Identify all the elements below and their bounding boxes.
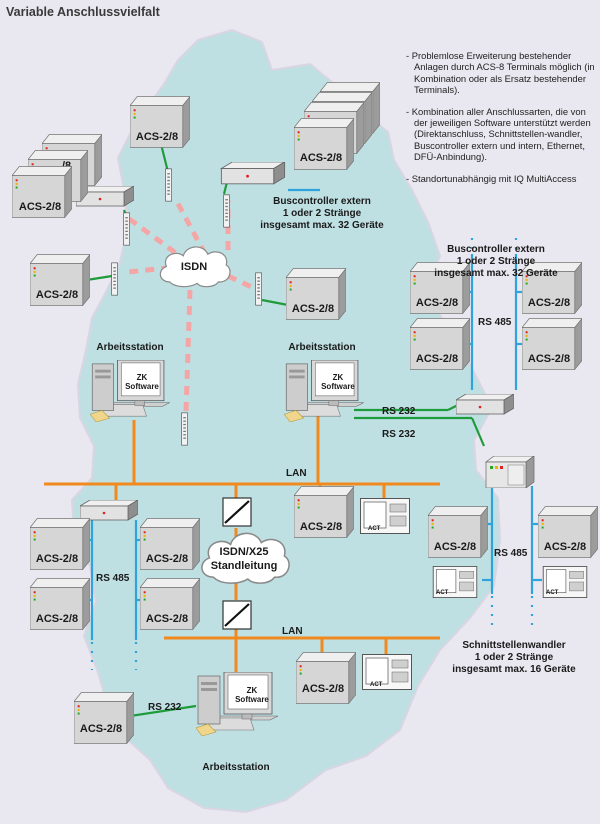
acs-device-label: ACS-2/8 — [528, 297, 570, 309]
isdn-adapter-2 — [123, 212, 131, 246]
lan-label: LAN — [286, 468, 307, 479]
feature-item: - Problemlose Erweiterung bestehender An… — [406, 50, 595, 96]
workstation-label: Arbeitsstation — [288, 342, 355, 353]
standleitung-label: Standleitung — [211, 560, 278, 572]
interface-converter-caption: 1 oder 2 Stränge — [475, 652, 554, 663]
workstation-label: Arbeitsstation — [202, 762, 269, 773]
isdn-x25-label: ISDN/X25 — [220, 546, 269, 558]
acs-device-label: ACS-2/8 — [292, 303, 334, 315]
interface-converter — [485, 456, 535, 488]
acs-device-label: ACS-2/8 — [36, 289, 78, 301]
bus-controller-caption: insgesamt max. 32 Geräte — [260, 220, 384, 231]
zk-software-label: Software — [235, 695, 269, 704]
acs-device — [74, 692, 134, 744]
acs-device-partial-label-1: /8 — [62, 160, 71, 172]
zk-label: ZK — [333, 373, 344, 382]
bus-controller-caption: insgesamt max. 32 Geräte — [434, 268, 558, 279]
acs-device-label: ACS-2/8 — [528, 353, 570, 365]
act-label: ACT — [546, 590, 559, 596]
acs-device-label: ACS-2/8 — [146, 553, 188, 565]
acs-device-label: ACS-2/8 — [136, 131, 178, 143]
rs232-label: RS 232 — [148, 702, 182, 713]
rs232-label: RS 232 — [382, 429, 416, 440]
act-label: ACT — [436, 590, 449, 596]
workstation-label: Arbeitsstation — [96, 342, 163, 353]
rs232-label: RS 232 — [382, 406, 416, 417]
rs485-label: RS 485 — [494, 548, 528, 559]
acs-device-label: ACS-2/8 — [416, 297, 458, 309]
rs485-label: RS 485 — [478, 317, 512, 328]
acs-device-label: ACS-2/8 — [434, 541, 476, 553]
modem-lower — [222, 600, 252, 630]
zk-label: ZK — [247, 686, 258, 695]
acs-device — [296, 652, 356, 704]
feature-item: - Standortunabhängig mit IQ MultiAccess — [406, 172, 577, 184]
interface-converter-caption: insgesamt max. 16 Geräte — [452, 664, 576, 675]
bus-controller-east — [456, 394, 514, 415]
rs485-label: RS 485 — [96, 573, 130, 584]
acs-device-label: ACS-2/8 — [416, 353, 458, 365]
interface-converter-caption: Schnittstellenwandler — [462, 640, 565, 651]
acs-device-label: ACS-2/8 — [19, 201, 61, 213]
acs-device-label: ACS-2/8 — [300, 152, 342, 164]
acs-device-label: ACS-2/8 — [36, 613, 78, 625]
page-title: Variable Anschlussvielfalt — [6, 5, 160, 19]
acs-device-label: ACS-2/8 — [80, 723, 122, 735]
acs-device-label: ACS-2/8 — [300, 521, 342, 533]
act-label: ACT — [368, 526, 381, 532]
bus-controller-lan — [80, 500, 138, 521]
isdn-adapter-6 — [181, 412, 189, 446]
zk-software-label: Software — [125, 382, 159, 391]
isdn-label: ISDN — [181, 261, 207, 273]
isdn-adapter-4 — [223, 194, 231, 228]
isdn-adapter-3 — [111, 262, 119, 296]
zk-software-label: Software — [321, 382, 355, 391]
feature-item: - Kombination aller Anschlussarten, die … — [406, 105, 591, 163]
bus-controller-caption: Buscontroller extern — [447, 244, 545, 255]
feature-list: - Problemlose Erweiterung bestehender An… — [406, 50, 598, 194]
zk-label: ZK — [137, 373, 148, 382]
lan-label: LAN — [282, 626, 303, 637]
bus-controller-north — [220, 162, 286, 185]
bus-controller-caption: 1 oder 2 Stränge — [283, 208, 362, 219]
isdn-adapter-1 — [165, 168, 173, 202]
acs-device-label: ACS-2/8 — [146, 613, 188, 625]
modem-upper — [222, 497, 252, 527]
acs-device-label: ACS-2/8 — [302, 683, 344, 695]
bus-controller-caption: 1 oder 2 Stränge — [457, 256, 536, 267]
bus-controller-caption: Buscontroller extern — [273, 196, 371, 207]
acs-device-label: ACS-2/8 — [544, 541, 586, 553]
act-label: ACT — [370, 682, 383, 688]
acs-device-label: ACS-2/8 — [36, 553, 78, 565]
isdn-adapter-5 — [255, 272, 263, 306]
